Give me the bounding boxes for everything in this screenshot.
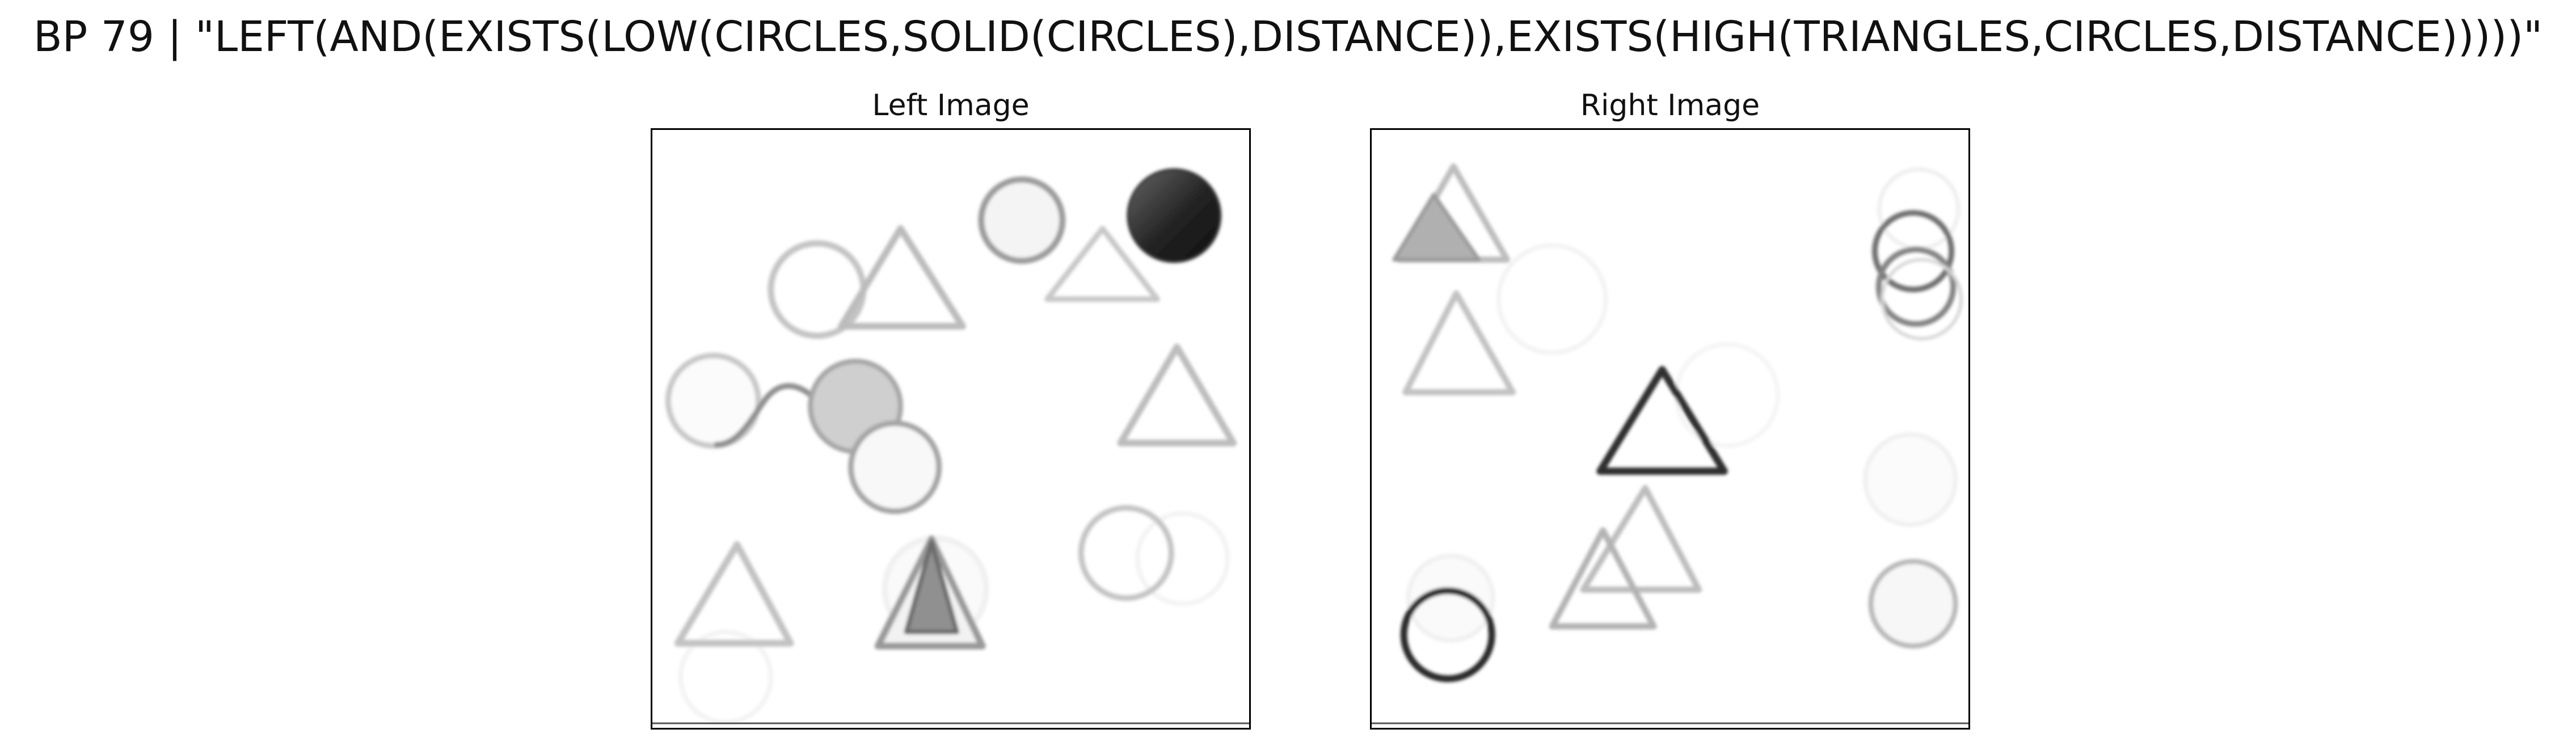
faint-circle bbox=[1863, 432, 1958, 528]
right-panel-title: Right Image bbox=[1580, 88, 1760, 123]
outline-triangle bbox=[1549, 527, 1657, 630]
left-image-drawing bbox=[652, 168, 1249, 725]
dark-outline-circle bbox=[1400, 587, 1495, 682]
outline-triangle bbox=[1580, 484, 1702, 593]
outline-circle bbox=[1078, 505, 1174, 601]
outline-triangle bbox=[1117, 343, 1237, 446]
outline-triangle bbox=[838, 225, 966, 330]
faint-circle bbox=[1496, 243, 1608, 355]
connector-arc bbox=[714, 383, 818, 448]
solid-gray-triangle bbox=[1392, 192, 1481, 262]
outline-triangle bbox=[1402, 290, 1516, 395]
left-panel-title: Left Image bbox=[872, 88, 1030, 123]
outline-circle bbox=[848, 420, 942, 515]
outline-circle bbox=[768, 240, 867, 339]
outline-circle bbox=[1880, 258, 1963, 340]
solid-gray-triangle bbox=[904, 539, 959, 634]
outline-circle bbox=[665, 352, 761, 449]
left-image-panel bbox=[651, 128, 1251, 730]
outline-triangle bbox=[674, 541, 794, 647]
faint-circle bbox=[678, 629, 773, 725]
dark-outline-triangle bbox=[1596, 366, 1728, 475]
outline-circle bbox=[1871, 210, 1955, 293]
faint-circle bbox=[1673, 342, 1780, 448]
faint-circle bbox=[1135, 511, 1230, 606]
faint-circle bbox=[1406, 553, 1495, 643]
solid-dark-circle bbox=[1127, 168, 1222, 263]
right-image-drawing bbox=[1372, 163, 1968, 724]
figure-title: BP 79 | "LEFT(AND(EXISTS(LOW(CIRCLES,SOL… bbox=[33, 12, 2543, 61]
outline-circle bbox=[978, 176, 1066, 264]
outline-circle bbox=[1875, 246, 1957, 327]
outline-triangle bbox=[1044, 226, 1160, 302]
right-image-panel bbox=[1370, 128, 1970, 730]
outline-circle bbox=[1868, 559, 1958, 649]
